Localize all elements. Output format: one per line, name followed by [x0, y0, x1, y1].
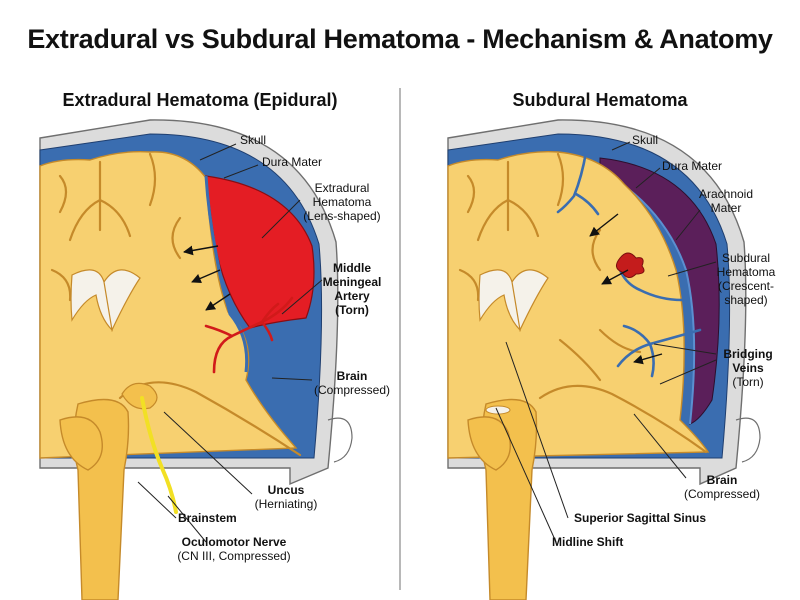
compression-arrow-1: [183, 245, 219, 256]
label-line: Mater: [711, 201, 742, 215]
arachnoid-mater: [599, 169, 696, 425]
label-line: Veins: [732, 361, 764, 375]
label-line: Meningeal: [323, 275, 382, 289]
compression-arrow-2: [191, 269, 221, 284]
right-panel-title: Subdural Hematoma: [512, 90, 688, 110]
compression-arrow-3: [205, 293, 231, 311]
left-panel-title: Extradural Hematoma (Epidural): [62, 90, 338, 110]
label-line: Superior Sagittal Sinus: [574, 511, 706, 525]
label-line: (CN III, Compressed): [177, 549, 290, 563]
label-line: Uncus: [268, 483, 305, 497]
label-line: Midline Shift: [552, 535, 623, 549]
label-line: Oculomotor Nerve: [182, 535, 287, 549]
label-line: Bridging: [723, 347, 772, 361]
label-line: Dura Mater: [662, 159, 722, 173]
bridging-vein-upper: [556, 150, 600, 216]
label-midline-shift: Midline Shift: [552, 535, 623, 549]
label-brainstem: Brainstem: [178, 511, 237, 525]
left-ear: [327, 417, 353, 463]
label-line: shaped): [724, 293, 767, 307]
bridging-vein-mid: [618, 268, 684, 302]
torn-vein-bleed: [616, 252, 645, 278]
label-line: (Crescent-: [718, 279, 774, 293]
left-ventricle: [70, 269, 141, 332]
right-temporal-lobe: [538, 384, 708, 454]
right-compression-arrow-3: [633, 353, 663, 365]
right-ear: [735, 417, 761, 463]
label-line: Skull: [632, 133, 658, 147]
left-sulci: [50, 152, 182, 302]
midbrain-lower: [59, 416, 103, 471]
right-midbrain: [467, 416, 511, 471]
label-line: (Lens-shaped): [303, 209, 380, 223]
left-head-illustration: [39, 119, 353, 600]
label-brain-right: Brain(Compressed): [684, 473, 760, 501]
right-pineal: [485, 405, 511, 415]
right-ventricle: [478, 269, 549, 332]
left-callouts: [137, 143, 323, 543]
label-skull-left: Skull: [240, 133, 266, 147]
left-displaced-dura: [204, 175, 249, 373]
right-brain: [447, 150, 710, 459]
label-skull-right: Skull: [632, 133, 658, 147]
middle-meningeal-artery: [204, 296, 294, 374]
right-compression-arrow-1: [589, 213, 619, 237]
label-uncus: Uncus(Herniating): [255, 483, 318, 511]
label-line: Dura Mater: [262, 155, 322, 169]
uncus: [121, 382, 158, 410]
label-line: Skull: [240, 133, 266, 147]
label-line: (Herniating): [255, 497, 318, 511]
label-line: Subdural: [722, 251, 770, 265]
oculomotor-nerve: [140, 396, 178, 514]
label-brain-left: Brain(Compressed): [314, 369, 390, 397]
label-line: Hematoma: [717, 265, 776, 279]
label-line: (Torn): [732, 375, 763, 389]
label-line: Middle: [333, 261, 371, 275]
label-line: Arachnoid: [699, 187, 753, 201]
page-title: Extradural vs Subdural Hematoma - Mechan…: [27, 24, 773, 54]
label-dura-left: Dura Mater: [262, 155, 322, 169]
label-line: Brain: [337, 369, 368, 383]
label-line: Hematoma: [313, 195, 372, 209]
label-line: Artery: [334, 289, 370, 303]
label-line: Brain: [707, 473, 738, 487]
label-line: Brainstem: [178, 511, 237, 525]
label-superior-sagittal-sinus: Superior Sagittal Sinus: [574, 511, 706, 525]
right-callouts: [495, 141, 717, 543]
label-dura-right: Dura Mater: [662, 159, 722, 173]
label-line: (Compressed): [684, 487, 760, 501]
label-oculomotor-nerve: Oculomotor Nerve(CN III, Compressed): [177, 535, 290, 563]
label-line: (Compressed): [314, 383, 390, 397]
label-line: (Torn): [335, 303, 369, 317]
right-compression-arrow-2: [601, 269, 629, 285]
bridging-vein-lower: [616, 324, 702, 378]
label-line: Extradural: [315, 181, 370, 195]
right-sulci: [458, 152, 642, 382]
